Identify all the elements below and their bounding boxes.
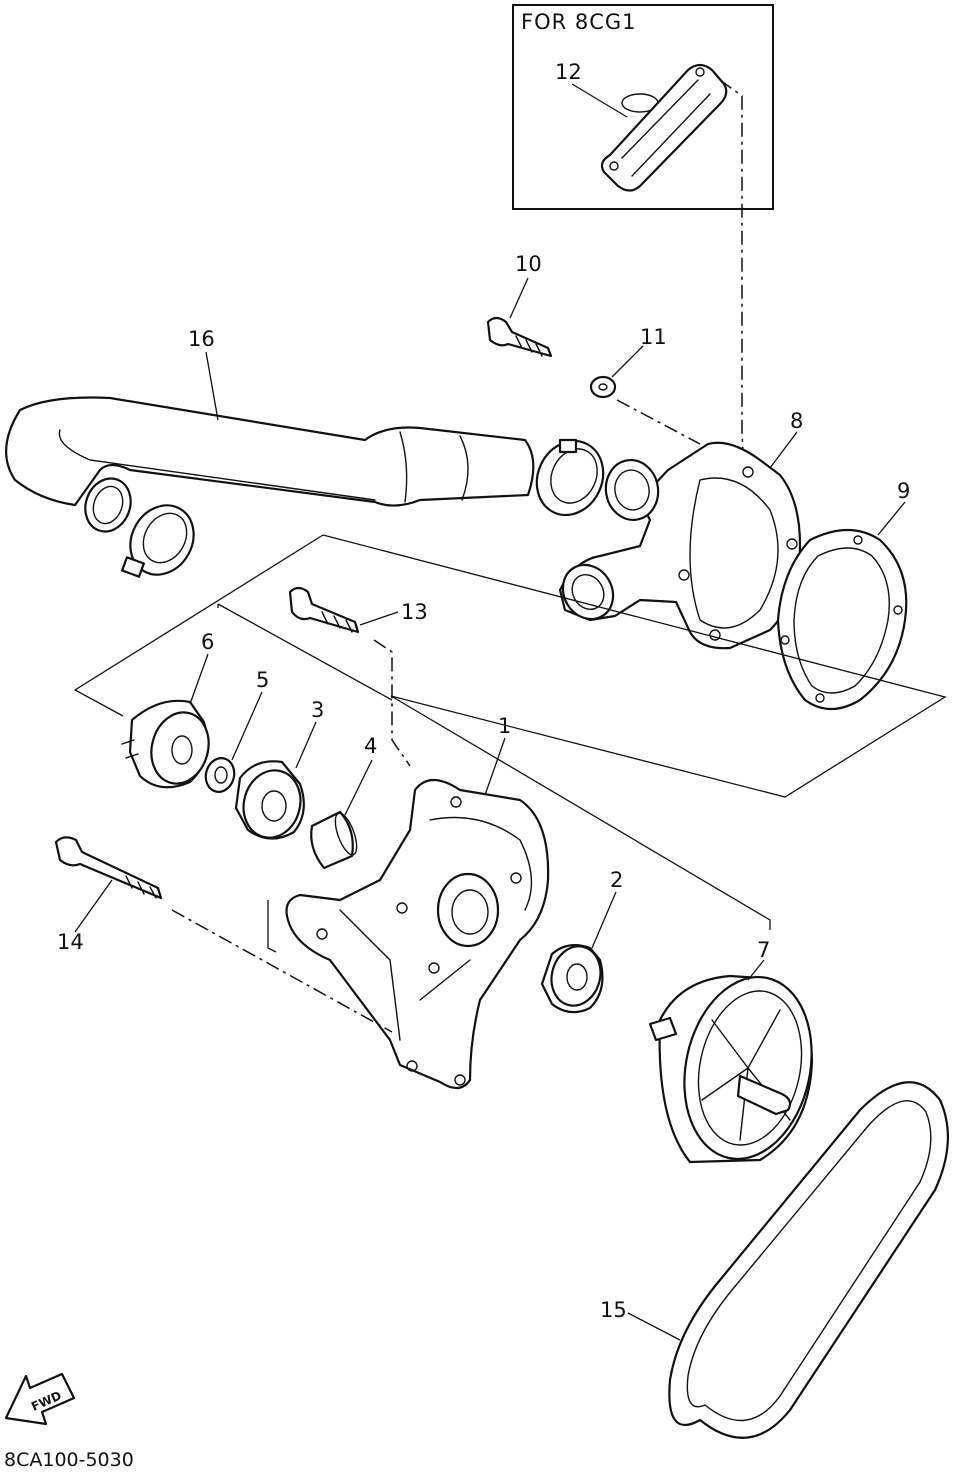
hose-clamp-left [121, 504, 195, 578]
impeller-reference-frame [390, 695, 771, 930]
callout-2: 2 [610, 868, 623, 892]
part-11-washer [589, 375, 617, 399]
callout-8: 8 [790, 409, 803, 433]
callout-6: 6 [201, 630, 214, 654]
callout-10: 10 [515, 252, 542, 276]
diagram-code: 8CA100-5030 [4, 1449, 134, 1471]
forward-arrow-icon: FWD [4, 1372, 76, 1426]
part-14-bolt [54, 836, 163, 900]
callout-11: 11 [640, 325, 667, 349]
part-6-impeller [121, 699, 210, 789]
part-10-bolt [486, 316, 553, 358]
callout-13: 13 [401, 600, 428, 624]
callout-14: 14 [57, 930, 84, 954]
part-2-bearing [540, 943, 604, 1014]
part-12-pipe-fitting [600, 63, 728, 192]
part-15-drive-belt [668, 1081, 949, 1439]
bolt-14-reference-line [171, 909, 393, 1033]
part-5-washer [204, 757, 236, 793]
part-8-housing-cover [558, 441, 802, 650]
callout-5: 5 [256, 668, 269, 692]
callout-12: 12 [555, 60, 582, 84]
callout-9: 9 [897, 479, 910, 503]
part-7-pulley [648, 974, 814, 1164]
part-9-gasket [776, 529, 908, 711]
callout-7: 7 [757, 938, 770, 962]
callout-16: 16 [188, 327, 215, 351]
callout-3: 3 [311, 698, 324, 722]
part-1-pump-body [285, 778, 550, 1090]
inset-title: FOR 8CG1 [521, 10, 637, 34]
part-3-mechanical-seal [234, 760, 305, 840]
hose-clamp-right [535, 438, 605, 517]
part-16-hose [5, 396, 535, 533]
part-4-collar [310, 810, 358, 870]
callout-15: 15 [600, 1298, 627, 1322]
inset-reference-line [719, 79, 747, 516]
assembly-reference-frame [322, 534, 947, 798]
bolt-13-reference-line [373, 639, 411, 767]
washer-11-reference-line [616, 399, 701, 445]
inset-box: FOR 8CG1 12 [512, 4, 774, 210]
callout-1: 1 [498, 714, 511, 738]
callout-4: 4 [364, 734, 377, 758]
part-13-bolt [288, 586, 360, 634]
